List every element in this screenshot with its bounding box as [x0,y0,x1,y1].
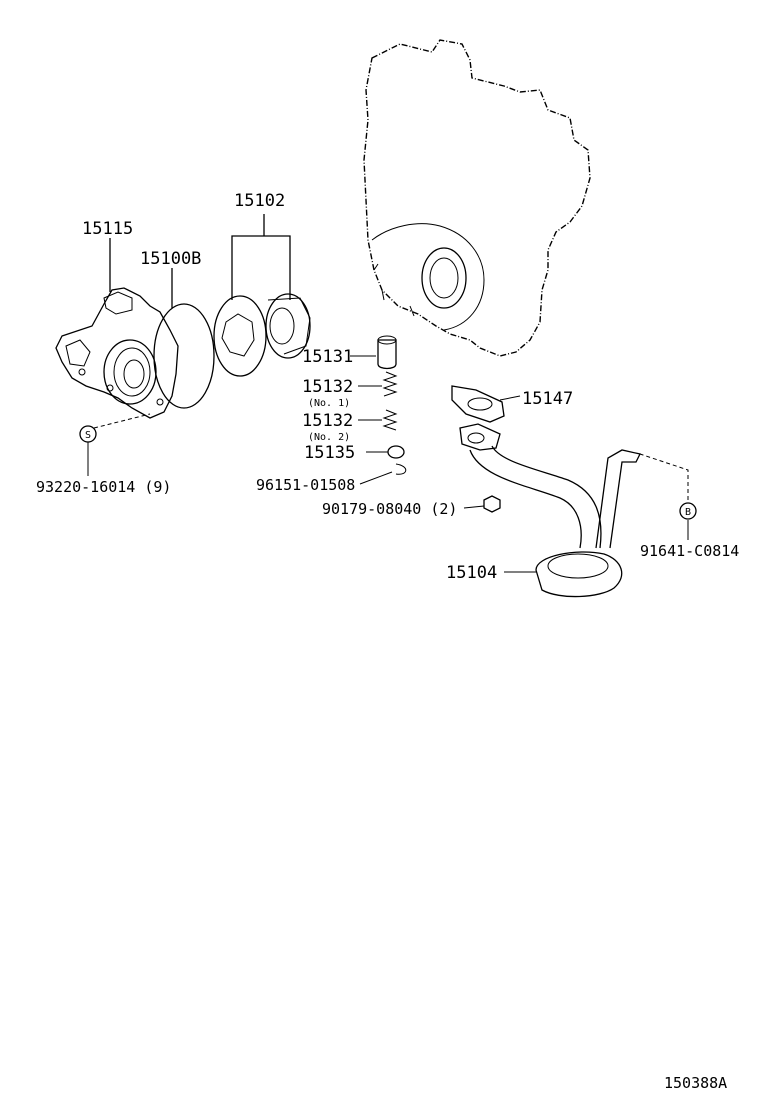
label-15135: 15135 [304,443,355,463]
label-96151-01508: 96151-01508 [256,476,355,494]
oil-strainer-icon [459,423,641,598]
svg-text:B: B [685,507,691,518]
label-15115: 15115 [82,219,133,239]
relief-valve-parts-icon [377,335,407,475]
oil-pump-body-icon [55,287,179,419]
label-15131: 15131 [302,347,353,367]
gasket-icon [451,385,505,423]
label-93220-16014: 93220-16014 (9) [36,478,171,496]
nut-icon [483,495,501,513]
svg-text:S: S [85,430,91,441]
label-15102: 15102 [234,191,285,211]
label-15104: 15104 [446,563,497,583]
label-15147: 15147 [522,389,573,409]
label-91641-c0814: 91641-C0814 [640,542,739,560]
oil-pump-rotor-set-icon [213,293,311,377]
engine-block-icon [363,39,591,357]
o-ring-icon [153,303,215,409]
leader-lines [87,214,689,573]
label-no1: (No. 1) [308,398,350,409]
diagram-id: 150388A [664,1074,727,1092]
label-15132-no2: 15132 [302,411,353,431]
label-15132-no1: 15132 [302,377,353,397]
marker-b: B [679,502,697,520]
marker-s: S [79,425,97,443]
label-90179-08040: 90179-08040 (2) [322,500,457,518]
label-no2: (No. 2) [308,432,350,443]
label-15100b: 15100B [140,249,201,269]
